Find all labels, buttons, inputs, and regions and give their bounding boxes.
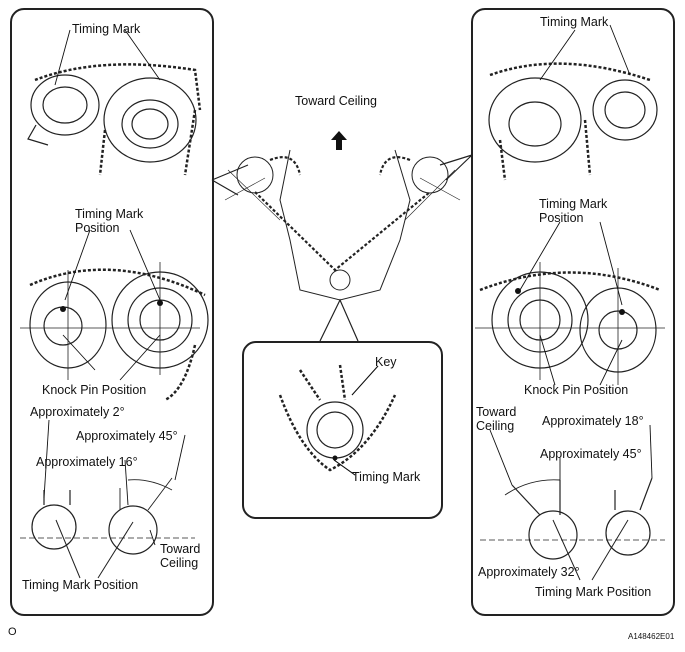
engine-v-block [224, 149, 461, 301]
right-cam-sprockets-top [488, 62, 658, 181]
timing-mark-dots [60, 288, 625, 461]
left-approx-45-label: Approximately 45° [76, 429, 178, 443]
right-timing-mark-position-bottom-label: Timing Mark Position [535, 585, 652, 599]
crank-key-panel [242, 341, 443, 519]
crank-key-drawing [278, 364, 397, 476]
footer-left-mark: O [8, 626, 17, 638]
left-cam-sprockets-top [27, 63, 202, 176]
left-cam-sprockets-middle [20, 262, 209, 402]
center-callout-lines [319, 298, 359, 342]
right-knock-pin-position-label: Knock Pin Position [524, 383, 629, 397]
left-timing-mark-position-label: Timing Mark Position [75, 207, 144, 236]
right-angle-diagrams [480, 477, 665, 581]
center-toward-ceiling-label: Toward Ceiling [295, 94, 377, 108]
up-arrow-icon [331, 131, 347, 150]
center-timing-mark-label: Timing Mark [352, 470, 421, 484]
right-approx-45-label: Approximately 45° [540, 447, 642, 461]
right-callout-lines [439, 154, 473, 181]
left-approx-16-label: Approximately 16° [36, 455, 138, 469]
right-approx-18-label: Approximately 18° [542, 414, 644, 428]
left-knock-pin-position-label: Knock Pin Position [42, 383, 147, 397]
figure-id: A148462E01 [628, 632, 675, 641]
leader-lines [43, 24, 653, 546]
right-toward-ceiling-label: Toward Ceiling [476, 405, 517, 434]
center-key-label: Key [375, 355, 397, 369]
left-approx-2-label: Approximately 2° [30, 405, 125, 419]
left-callout-lines [211, 164, 249, 196]
right-timing-mark-position-label: Timing Mark Position [539, 197, 608, 226]
left-timing-mark-label: Timing Mark [72, 22, 141, 36]
right-approx-32-label: Approximately 32° [478, 565, 580, 579]
right-timing-mark-label: Timing Mark [540, 15, 609, 29]
left-toward-ceiling-label: Toward Ceiling [160, 542, 201, 571]
left-timing-mark-position-bottom-label: Timing Mark Position [22, 578, 139, 592]
right-cam-sprockets-middle [475, 262, 665, 385]
